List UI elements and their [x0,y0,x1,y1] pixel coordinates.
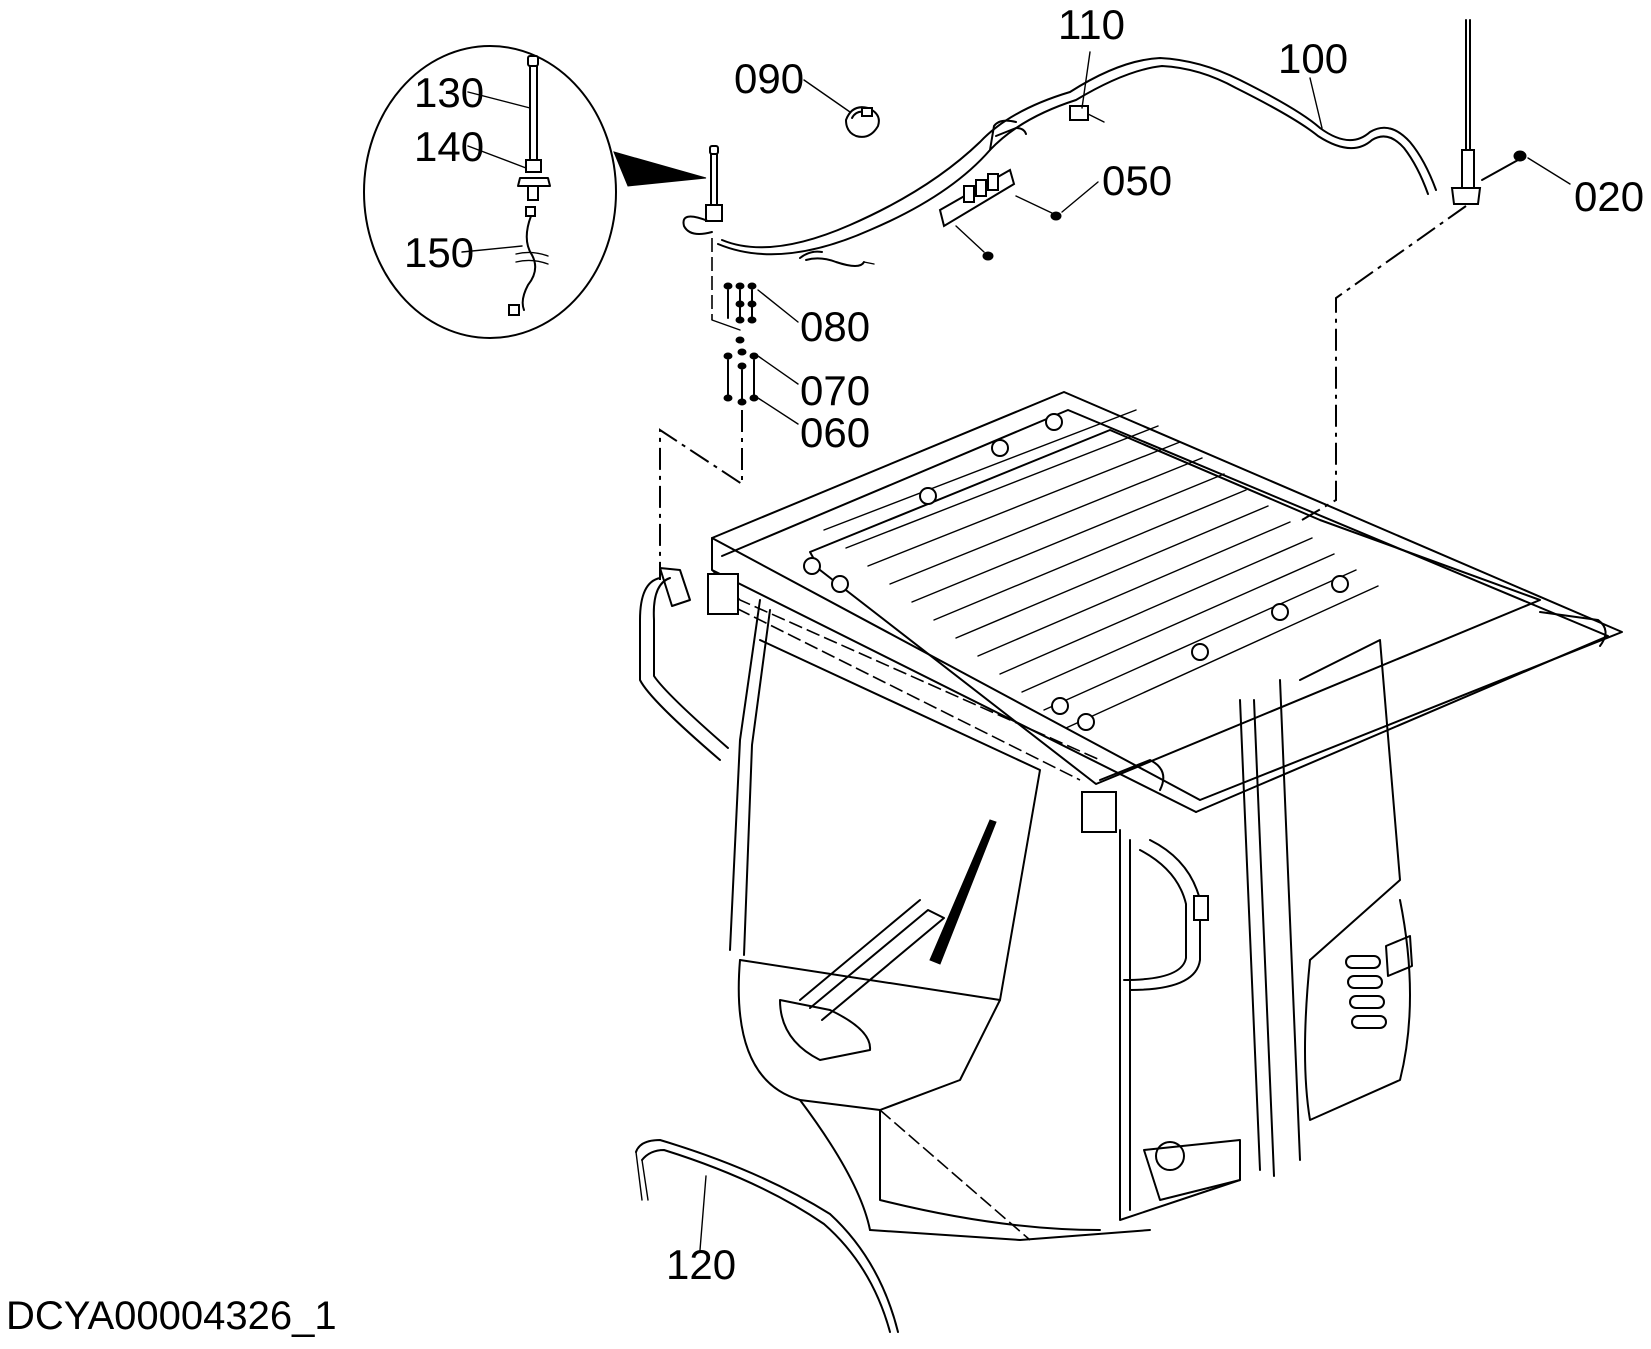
callout-130: 130 [414,69,485,116]
radio-harness-100 [717,51,1437,267]
seal-strip-120 [635,1139,899,1333]
callout-020: 020 [1574,173,1645,220]
detail-circle [363,45,707,339]
callout-100: 100 [1278,35,1349,82]
callout-080: 080 [800,303,871,350]
callout-060: 060 [800,409,871,456]
roof-antenna-left [682,145,741,331]
clamp-090 [803,79,880,138]
callout-050: 050 [1102,157,1173,204]
roof-antenna-right [1301,19,1571,521]
callout-150: 150 [404,229,475,276]
washer-080-stack [723,282,757,344]
cab-body [639,391,1623,1241]
document-id: DCYA00004326_1 [6,1294,337,1338]
bolt-060-stack [723,359,759,406]
hardware-stack [659,282,799,580]
callout-090: 090 [734,55,805,102]
callout-110: 110 [1058,1,1125,48]
callout-120: 120 [666,1241,737,1288]
radio-bracket-050 [938,168,1099,261]
nut-070-stack [723,348,759,370]
callout-140: 140 [414,123,485,170]
callout-070: 070 [800,367,871,414]
